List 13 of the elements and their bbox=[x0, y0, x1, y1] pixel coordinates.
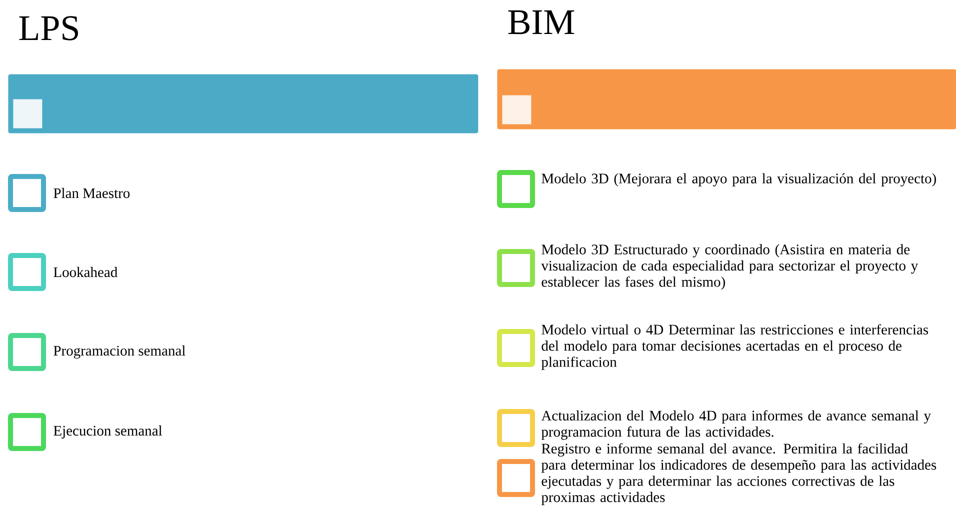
item-text: Ejecucion semanal bbox=[54, 425, 162, 439]
column-heading: BIM bbox=[508, 10, 574, 34]
item-text: Programacion semanal bbox=[54, 345, 186, 359]
square-marker bbox=[13, 99, 42, 128]
item-text: Actualizacion del Modelo 4D para informes de avance semanal y programacion futura de las actividades. bbox=[541, 410, 931, 440]
item-text: Modelo 3D Estructurado y coordinado (Asistira en materia de visualizacion de cada especialidad para sectorizar el proyecto y establecer las fases del mismo) bbox=[541, 244, 918, 290]
item-text: Plan Maestro bbox=[54, 188, 130, 198]
item-text: Registro e informe semanal del avance. Permitira la facilidad para determinar los indicadores de desempeño para las actividades ejecutadas y para determinar las acciones correctivas de las proximas actividades bbox=[541, 443, 936, 506]
item-text: Modelo virtual o 4D Determinar las restricciones e interferencias del modelo para tomar decisiones acertadas en el proceso de planificacion bbox=[541, 324, 928, 370]
item-text: Lookahead bbox=[54, 266, 118, 278]
column-heading: LPS bbox=[19, 16, 78, 40]
item-text: Modelo 3D (Mejorara el apoyo para la visualización del proyecto) bbox=[542, 173, 936, 186]
square-marker bbox=[502, 95, 532, 124]
